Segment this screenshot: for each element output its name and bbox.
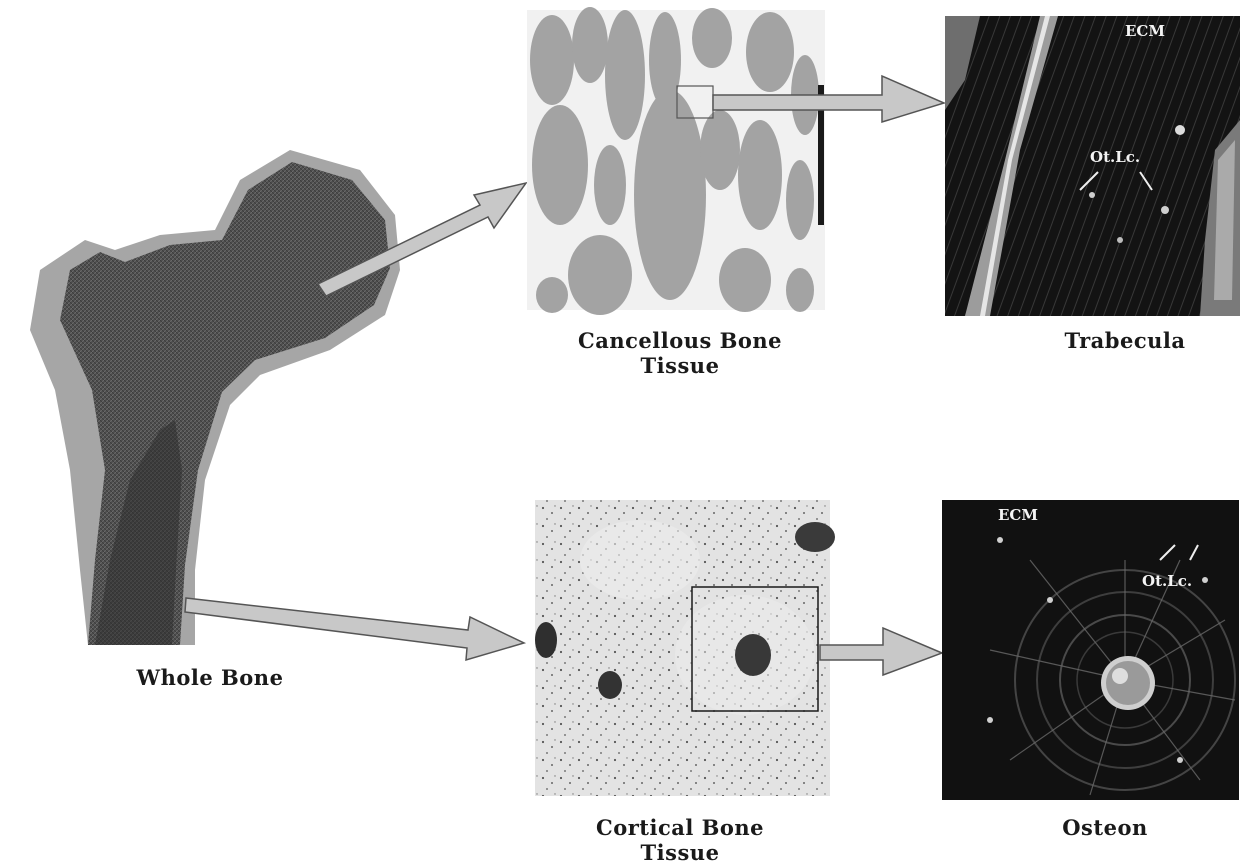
trabecula-micrograph: ECM Ot.Lc. [945, 16, 1240, 316]
whole-bone-femur-image [30, 150, 400, 645]
cortical-caption-line2: Tissue [570, 840, 790, 865]
osteon-caption-text: Osteon [1062, 815, 1147, 840]
cancellous-caption: Cancellous Bone Tissue [560, 328, 800, 378]
arrow-to-cortical [185, 598, 524, 660]
cortical-bone-image [535, 500, 835, 796]
cortical-caption-line1: Cortical Bone [570, 815, 790, 840]
cortical-caption: Cortical Bone Tissue [570, 815, 790, 865]
osteon-otlc-label: Ot.Lc. [1142, 572, 1192, 590]
whole-bone-caption-text: Whole Bone [137, 665, 284, 690]
trabecula-ecm-label: ECM [1125, 22, 1165, 40]
osteon-micrograph: ECM Ot.Lc. [942, 500, 1239, 800]
trabecula-caption-text: Trabecula [1065, 328, 1186, 353]
arrow-to-osteon [820, 628, 942, 675]
cancellous-caption-line1: Cancellous Bone [560, 328, 800, 353]
osteon-caption: Osteon [1030, 815, 1180, 840]
trabecula-otlc-label: Ot.Lc. [1090, 148, 1140, 166]
cancellous-caption-line2: Tissue [560, 353, 800, 378]
whole-bone-caption: Whole Bone [110, 665, 310, 690]
trabecula-caption: Trabecula [1025, 328, 1225, 353]
osteon-ecm-label: ECM [998, 506, 1038, 524]
cancellous-bone-image [527, 7, 825, 315]
